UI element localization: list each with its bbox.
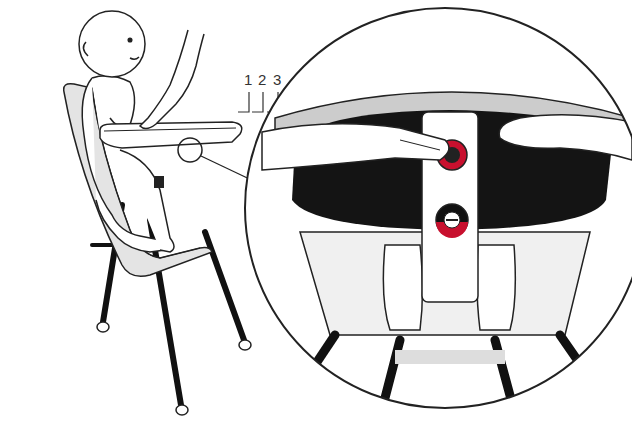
chair-leg: [560, 335, 612, 410]
callout-number: 2: [258, 72, 266, 88]
position-bracket: [252, 92, 263, 112]
callout-number: 1: [244, 72, 252, 88]
position-bracket: [238, 92, 249, 112]
adult-hand: [262, 124, 449, 170]
leg-feet: [97, 322, 251, 415]
adult-hand: [499, 115, 632, 160]
leg-foot: [239, 340, 251, 350]
chair-leg: [285, 335, 335, 410]
baby-eye: [128, 38, 132, 42]
baby-leg: [383, 245, 422, 330]
callout-number: 3: [273, 72, 281, 88]
adult-hand: [140, 30, 204, 129]
baby-head: [79, 11, 145, 77]
leg-foot: [176, 405, 188, 415]
tray: [100, 122, 242, 148]
baby-leg: [120, 150, 174, 252]
baby-mouth: [130, 57, 139, 59]
baby-ear: [83, 42, 88, 56]
chair-leg: [205, 232, 244, 340]
buckle: [154, 176, 164, 188]
leg-foot: [97, 322, 109, 332]
detail-inset: [245, 8, 632, 421]
detail-marker: [178, 138, 202, 162]
lock-symbol: [446, 219, 458, 221]
tray-rim: [104, 128, 236, 131]
finger-line: [400, 140, 440, 150]
lock-button-core: [444, 212, 460, 228]
baby-leg: [477, 245, 515, 330]
footrest: [395, 350, 505, 364]
inset-border: [245, 8, 632, 408]
